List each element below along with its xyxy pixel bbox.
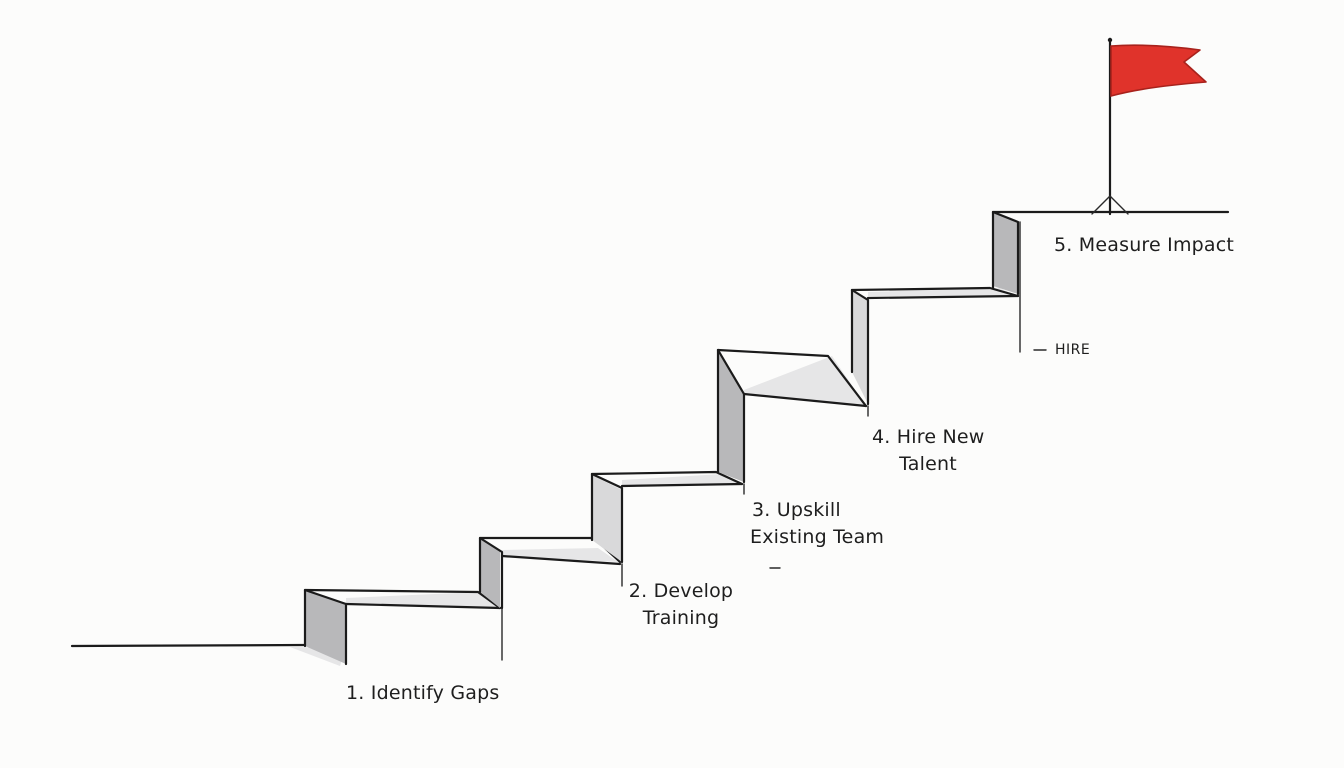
step-2 xyxy=(478,536,623,610)
ground-line xyxy=(70,643,308,648)
step-5-label: 5. Measure Impact xyxy=(1054,234,1235,256)
flag xyxy=(1091,37,1207,216)
step-5 xyxy=(850,286,1020,406)
hire-note: HIRE xyxy=(1055,342,1091,358)
step-1 xyxy=(303,588,503,666)
step-4-label: 4. Hire New Talent xyxy=(872,426,985,475)
top-landing xyxy=(991,210,1230,353)
step-4 xyxy=(716,348,869,484)
step-3 xyxy=(590,470,745,564)
step-3-label: 3. Upskill Existing Team xyxy=(750,499,885,548)
step-2-label: 2. Develop Training xyxy=(628,580,734,629)
step-1-label: 1. Identify Gaps xyxy=(346,682,500,704)
